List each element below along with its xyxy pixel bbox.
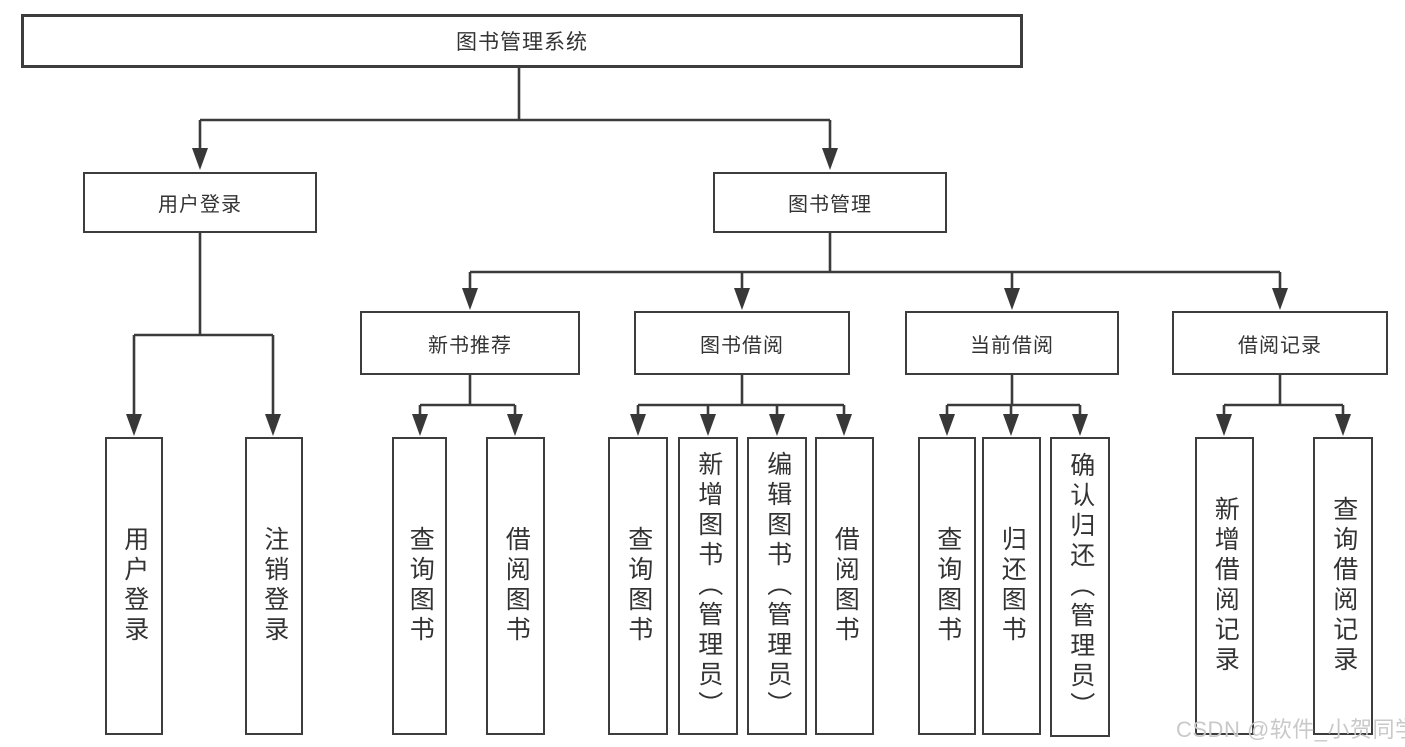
node-new-book-recommendation: 新书推荐 [360,311,580,375]
leaf-add-book-admin: 新增图书（管理员） [678,437,738,735]
node-current-borrowing: 当前借阅 [905,311,1119,375]
leaf-query-books-borrowing: 查询图书 [608,437,668,735]
leaf-user-login: 用户登录 [105,437,163,735]
connector-root-to-level2 [198,68,832,150]
arrowheads [126,148,1351,436]
leaf-query-books-current: 查询图书 [918,437,976,735]
leaf-borrow-books-recommend: 借阅图书 [486,437,545,735]
connector-book-borrow-to-leaves [636,375,846,416]
node-book-management: 图书管理 [713,172,947,233]
node-user-login: 用户登录 [83,172,317,233]
node-book-borrowing: 图书借阅 [634,311,850,375]
leaf-confirm-return-admin: 确认归还（管理员） [1050,437,1110,737]
leaf-borrow-books-borrowing: 借阅图书 [815,437,874,735]
leaf-logout: 注销登录 [245,437,303,735]
csdn-watermark: CSDN @软件_小贺同学 [1176,717,1405,742]
leaf-edit-book-admin: 编辑图书（管理员） [747,437,807,735]
connector-new-book-to-leaves [418,375,517,416]
node-borrowing-records: 借阅记录 [1172,311,1388,375]
leaf-query-borrow-record: 查询借阅记录 [1313,437,1373,735]
leaf-return-books: 归还图书 [982,437,1041,735]
connector-book-mgmt-to-level3 [468,233,1282,290]
node-library-management-system: 图书管理系统 [21,14,1023,68]
leaf-query-books-recommend: 查询图书 [392,437,447,735]
leaf-add-borrow-record: 新增借阅记录 [1195,437,1254,735]
connector-user-login-to-leaves [132,233,275,416]
connector-current-borrow-to-leaves [945,375,1082,416]
connector-borrow-records-to-leaves [1222,375,1345,416]
